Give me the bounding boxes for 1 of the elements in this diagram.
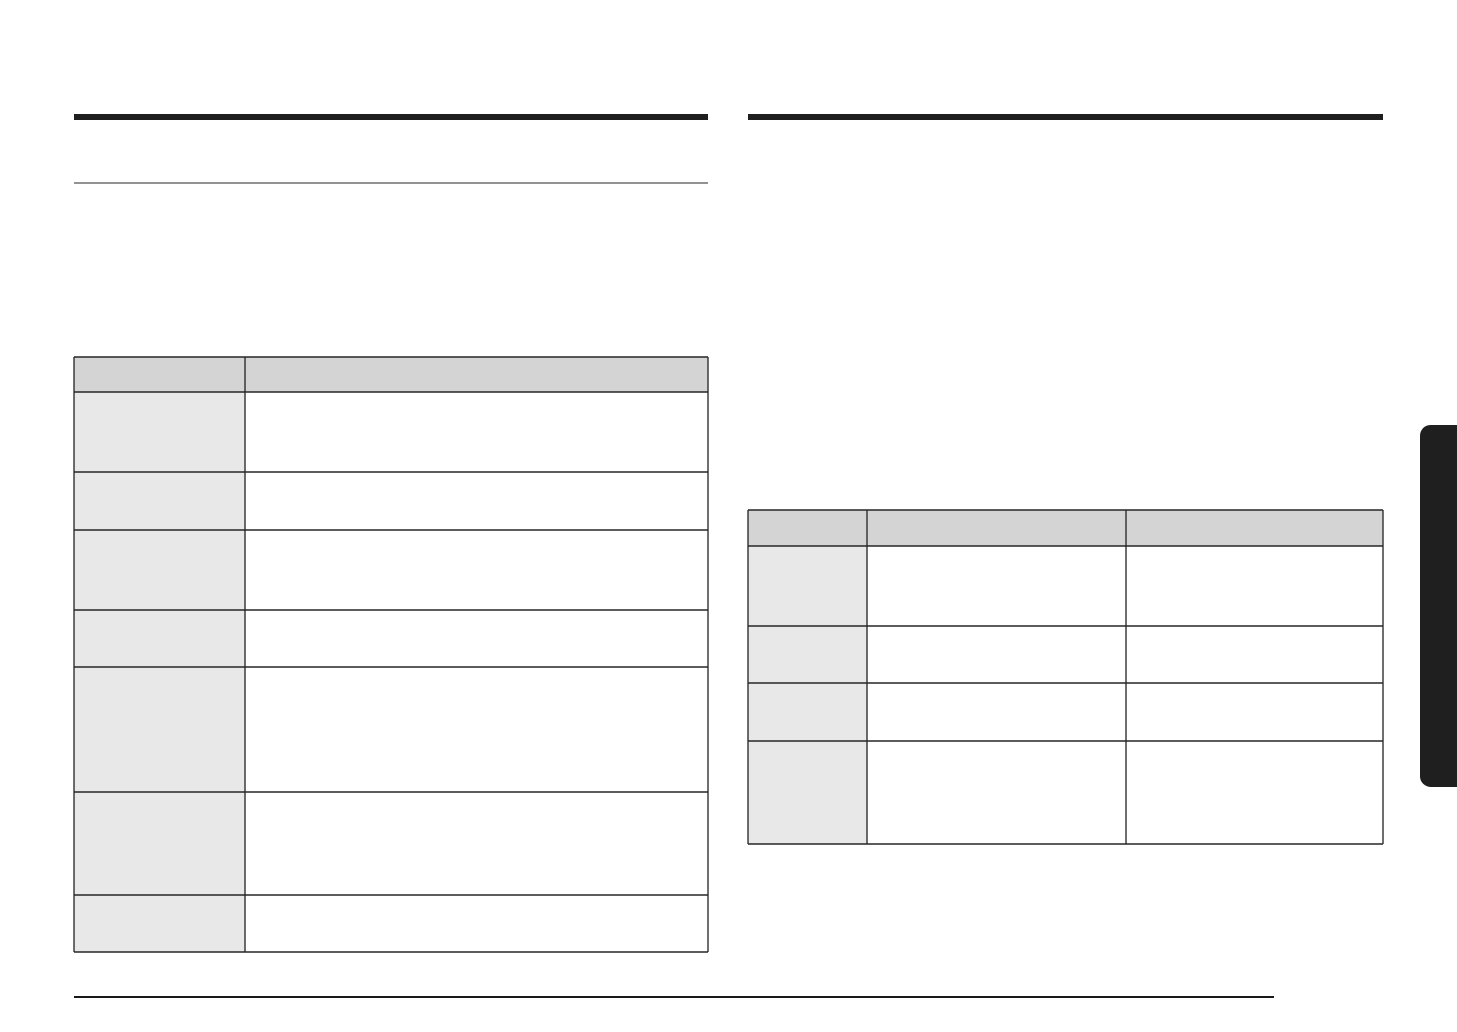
side-tab bbox=[1420, 425, 1457, 787]
